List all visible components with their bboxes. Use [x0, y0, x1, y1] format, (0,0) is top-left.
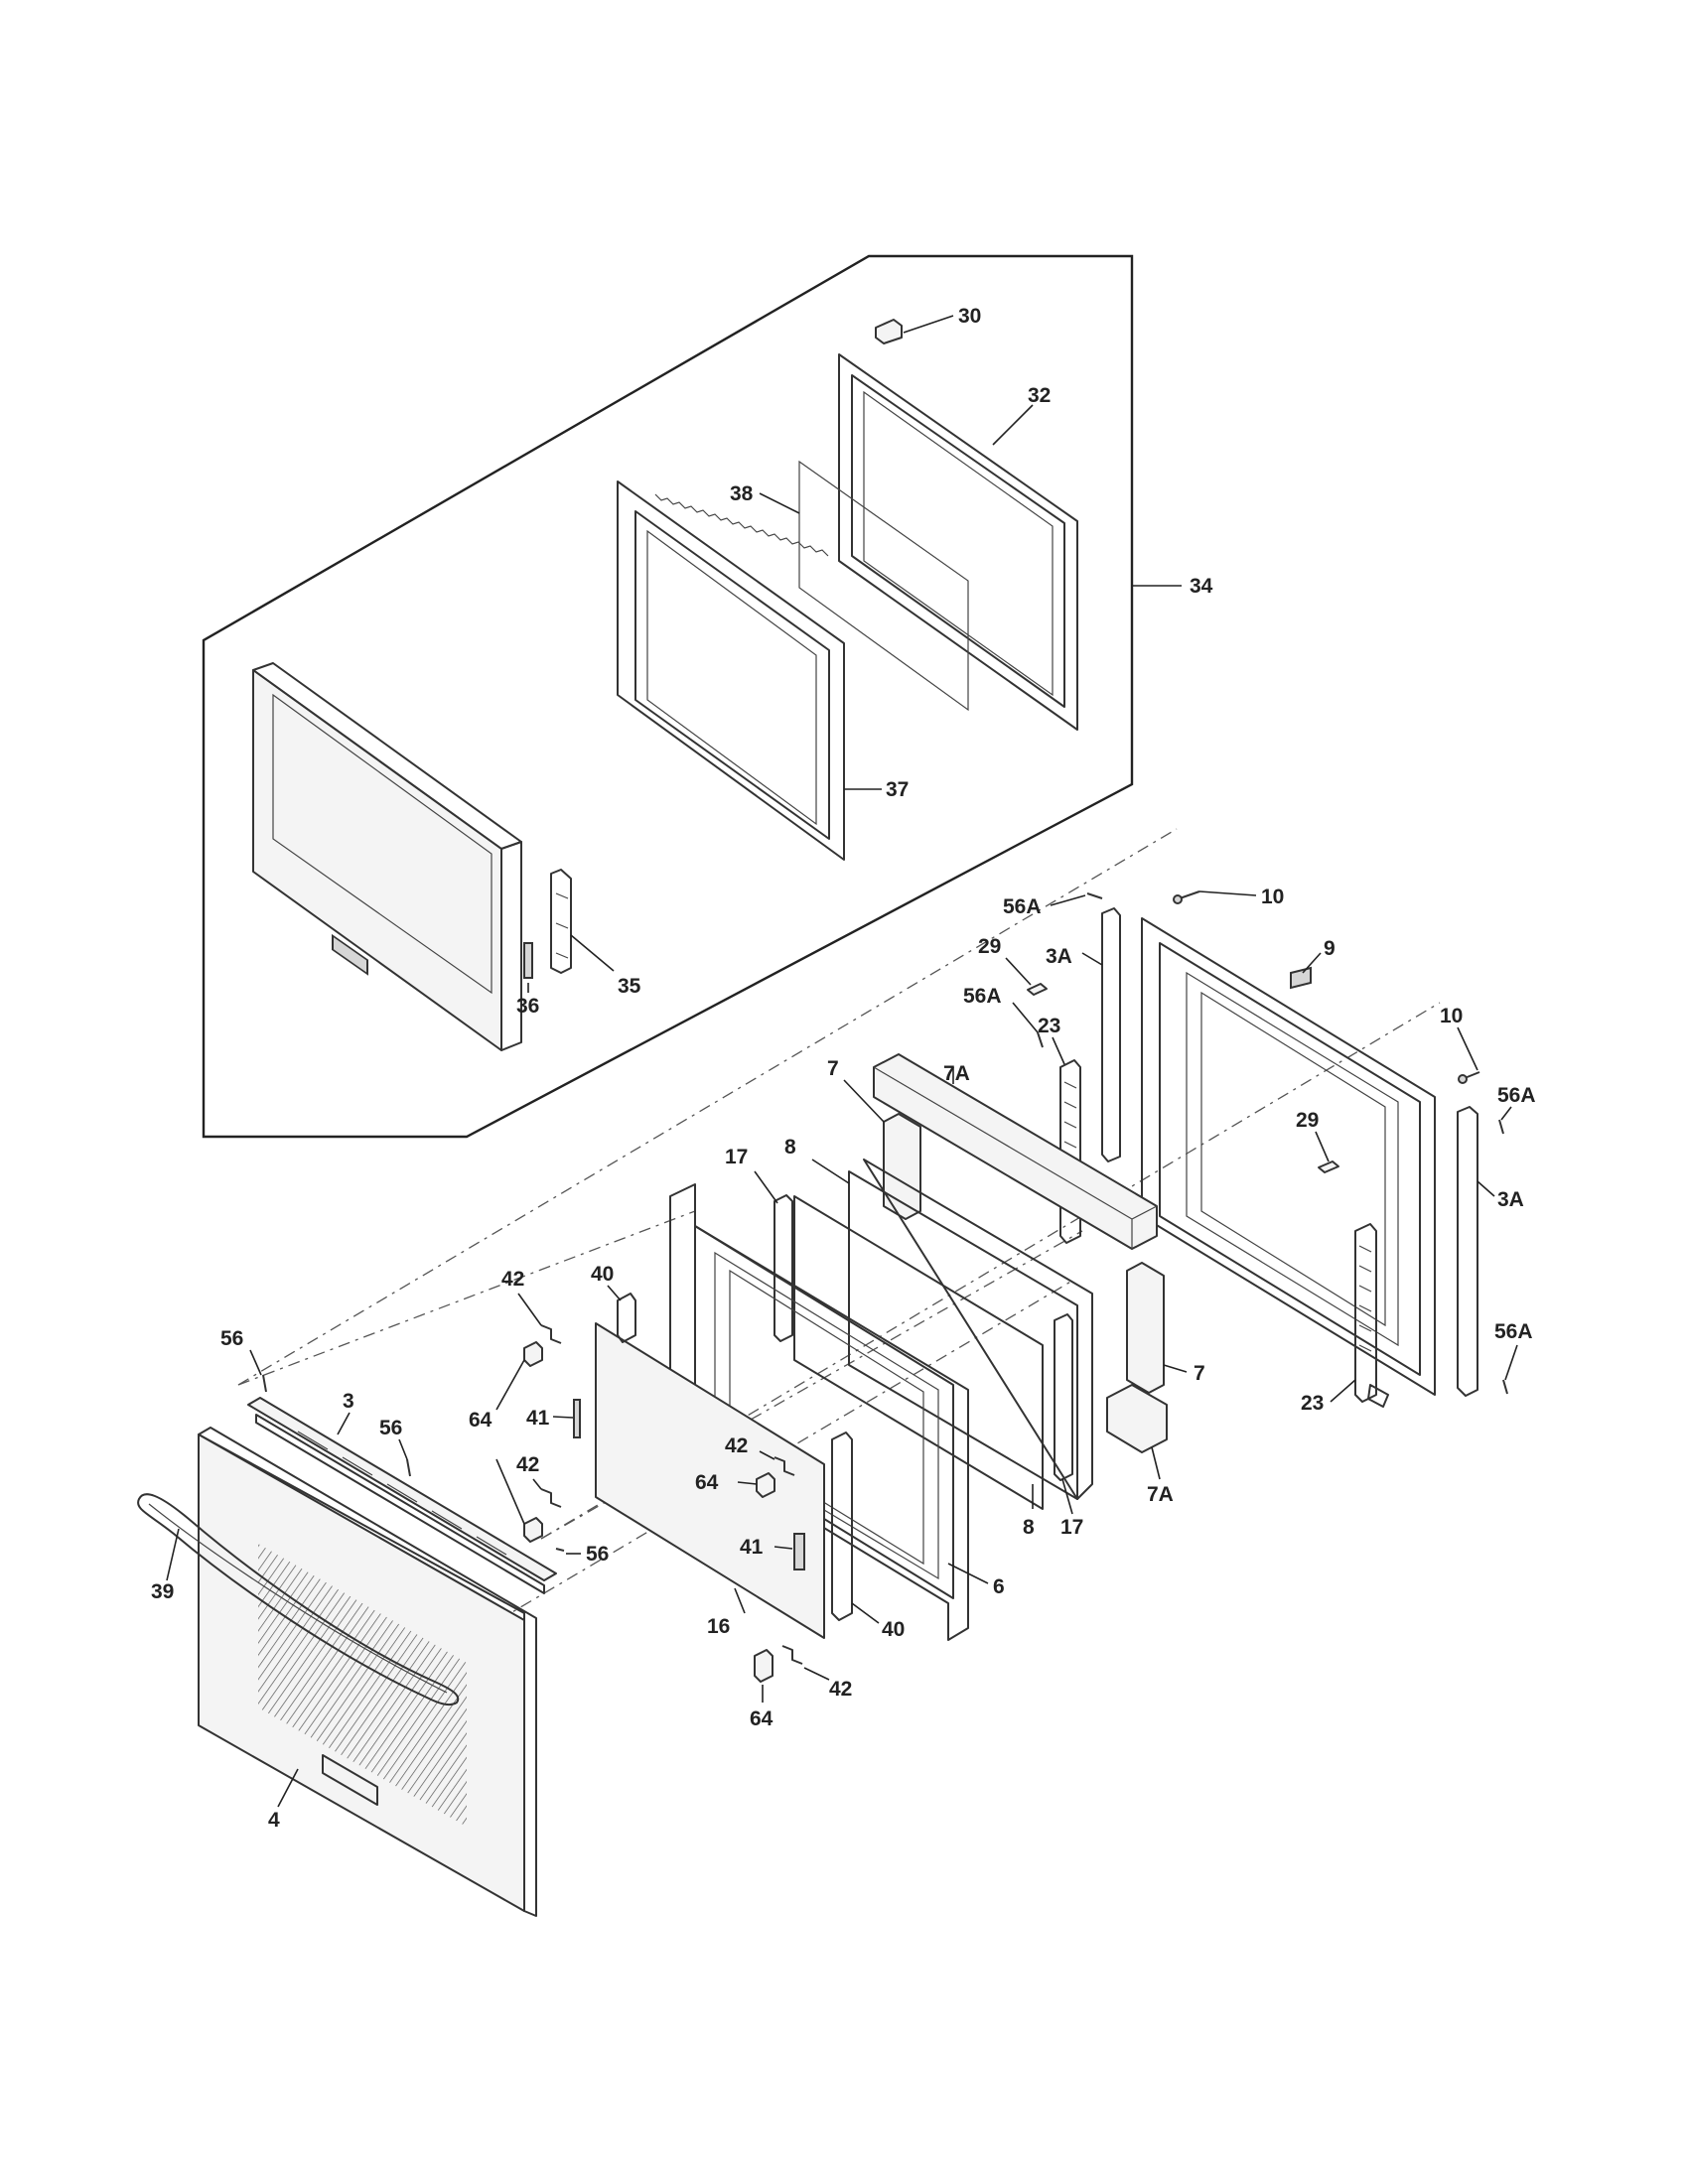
callout-16: 16 [707, 1615, 730, 1638]
callout-42-d: 42 [829, 1678, 852, 1701]
callout-3A-right: 3A [1497, 1188, 1524, 1211]
callout-40-lower: 40 [882, 1618, 905, 1641]
part-40-bracket-upper [607, 1285, 636, 1343]
part-64-pad-d [754, 1649, 774, 1703]
callout-7-upper: 7 [827, 1057, 839, 1080]
part-64-pad-b [495, 1458, 543, 1543]
part-17-bracket-lower [1054, 1313, 1073, 1515]
part-7-insulation-lower [1126, 1262, 1188, 1394]
callout-17-upper: 17 [725, 1146, 748, 1168]
callout-3A-upper: 3A [1046, 945, 1072, 968]
part-42-spring-c [759, 1450, 795, 1476]
callout-38: 38 [730, 482, 754, 505]
alignment-lines [237, 828, 1441, 1649]
callout-39: 39 [151, 1580, 174, 1603]
callout-42-b: 42 [516, 1453, 539, 1476]
part-42-spring-a [517, 1293, 562, 1344]
part-29-pin-upper [1005, 957, 1048, 996]
part-7-insulation-upper [843, 1079, 921, 1220]
part-23-hinge-lower [1330, 1223, 1389, 1408]
part-36-slot [523, 942, 533, 993]
callout-34: 34 [1190, 575, 1213, 598]
part-30-clip [875, 315, 954, 344]
callout-37: 37 [886, 778, 909, 801]
part-40-bracket-lower [831, 1432, 880, 1624]
callout-6: 6 [993, 1575, 1005, 1598]
callout-17-lower: 17 [1060, 1516, 1083, 1539]
part-10-screw-upper [1173, 890, 1257, 904]
callout-32: 32 [1028, 384, 1051, 407]
callout-10-right: 10 [1440, 1005, 1463, 1027]
part-7A-insulation-upper [873, 1053, 1158, 1250]
callout-23-lower: 23 [1301, 1392, 1324, 1415]
callout-29-upper: 29 [978, 935, 1001, 958]
part-56-screw-b [398, 1438, 411, 1477]
callout-42-c: 42 [725, 1434, 748, 1457]
part-35-hinge-bracket [550, 869, 615, 974]
part-64-pad-c [737, 1472, 775, 1498]
callout-56A-c: 56A [1497, 1084, 1536, 1107]
callout-40-upper: 40 [591, 1263, 614, 1286]
callout-35: 35 [618, 975, 641, 998]
part-56A-screw-c [1498, 1106, 1512, 1135]
part-38-glass [759, 460, 969, 712]
callout-8-upper: 8 [784, 1136, 796, 1159]
part-41-clip-lower [774, 1533, 805, 1570]
callout-10-upper: 10 [1261, 886, 1284, 908]
callout-56-c: 56 [586, 1543, 609, 1566]
callout-labels: 30 32 38 34 37 35 36 56A 10 29 3A 9 56A … [151, 305, 1536, 1832]
part-16-door-glass [595, 1322, 825, 1639]
part-8-glass-pack [793, 1159, 1093, 1510]
part-9-rear-liner [1141, 917, 1436, 1396]
part-39-handle [137, 1493, 460, 1706]
callout-64-b: 64 [750, 1707, 774, 1730]
callout-64-a: 64 [469, 1409, 492, 1432]
part-42-spring-d [781, 1645, 830, 1681]
callout-56A-b: 56A [963, 985, 1002, 1008]
part-3A-upper-strip [1081, 907, 1121, 1162]
part-29-pin-lower [1315, 1131, 1339, 1173]
callout-9: 9 [1324, 937, 1336, 960]
callout-41-lower: 41 [740, 1536, 764, 1559]
callout-4: 4 [268, 1809, 280, 1832]
part-56A-screw-d [1502, 1344, 1518, 1395]
part-56-screw-c [555, 1548, 581, 1555]
part-41-clip-upper [552, 1399, 581, 1438]
part-56A-screw-a [1050, 892, 1103, 906]
part-42-spring-b [532, 1478, 562, 1508]
callout-23-upper: 23 [1038, 1015, 1060, 1037]
callout-64-c: 64 [695, 1471, 719, 1494]
callout-56A-d: 56A [1494, 1320, 1533, 1343]
callout-30: 30 [958, 305, 981, 328]
part-37-door-liner [617, 480, 882, 861]
part-10-screw-right [1457, 1026, 1480, 1084]
callout-8-lower: 8 [1023, 1516, 1035, 1539]
part-3-vent-strip [247, 1397, 557, 1594]
part-17-bracket-upper [754, 1170, 793, 1342]
part-4-outer-door [198, 1427, 537, 1917]
callout-56-b: 56 [379, 1417, 402, 1439]
part-32-inner-frame [838, 353, 1078, 731]
callout-7-lower: 7 [1194, 1362, 1205, 1385]
callout-56-a: 56 [220, 1327, 243, 1350]
callout-7A-lower: 7A [1147, 1483, 1174, 1506]
part-64-pad-a [495, 1341, 543, 1411]
callout-3: 3 [343, 1390, 354, 1413]
part-56-screw-a [249, 1349, 267, 1393]
callout-36: 36 [516, 995, 539, 1018]
callout-29-lower: 29 [1296, 1109, 1319, 1132]
part-3A-right-strip [1457, 1106, 1495, 1397]
subassembly-box-34 [202, 254, 1182, 1139]
part-23-hinge-upper [1052, 1036, 1081, 1244]
part-7A-insulation-lower [1106, 1384, 1168, 1480]
callout-7A-upper: 7A [943, 1062, 970, 1085]
part-56A-screw-b [1012, 1002, 1044, 1048]
callout-56A-a: 56A [1003, 895, 1042, 918]
callout-42-a: 42 [501, 1268, 524, 1291]
part-front-panel-inset [252, 662, 522, 1051]
callout-41-upper: 41 [526, 1407, 550, 1430]
